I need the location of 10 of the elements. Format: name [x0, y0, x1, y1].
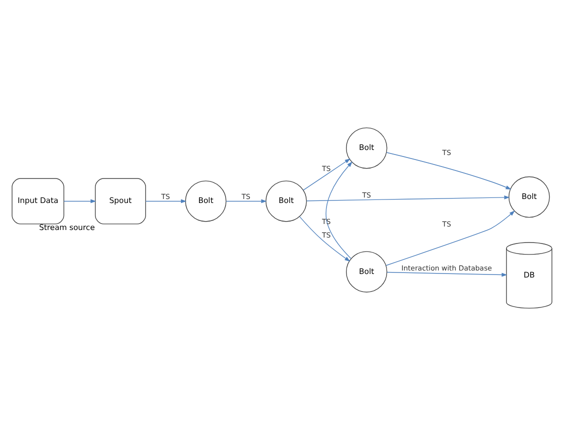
arrow [306, 195, 510, 202]
arrow [226, 199, 267, 204]
arrow [145, 199, 187, 204]
arrow [326, 162, 352, 259]
arrow [302, 158, 350, 191]
arrow [386, 152, 512, 190]
arrow [299, 216, 350, 262]
arrow [386, 272, 508, 277]
arrow [64, 199, 96, 204]
arrow [386, 210, 515, 266]
